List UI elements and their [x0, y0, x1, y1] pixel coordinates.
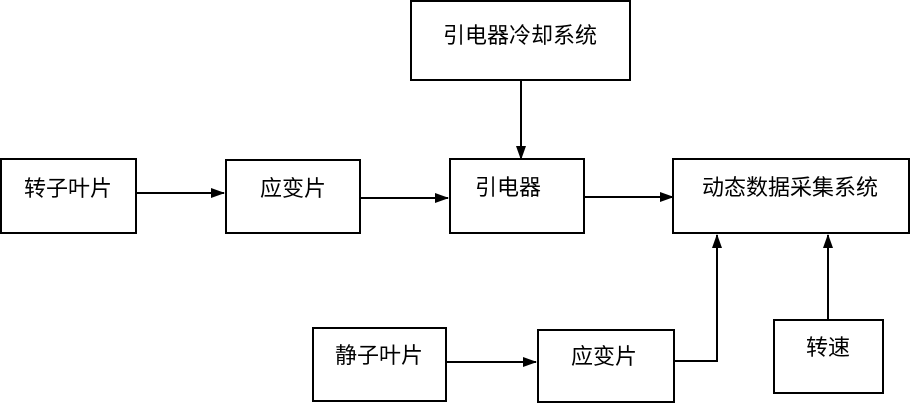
node-rotation-speed: 转速	[773, 319, 884, 394]
node-data-acquisition: 动态数据采集系统	[672, 158, 910, 234]
node-strain-gauge-top: 应变片	[225, 159, 361, 234]
node-cooling-system-label: 引电器冷却系统	[443, 24, 597, 49]
node-slip-ring: 引电器	[449, 158, 585, 234]
node-slip-ring-label: 引电器	[475, 176, 541, 201]
node-stator-blade-label: 静子叶片	[335, 344, 423, 369]
node-rotor-blade: 转子叶片	[0, 158, 137, 234]
node-cooling-system: 引电器冷却系统	[410, 0, 631, 81]
node-strain-gauge-bottom: 应变片	[537, 329, 675, 403]
node-strain-gauge-bottom-label: 应变片	[571, 345, 637, 370]
node-strain-gauge-top-label: 应变片	[260, 177, 326, 202]
edge-strain-gauge-to-data-acquisition	[675, 234, 722, 362]
node-stator-blade: 静子叶片	[312, 327, 447, 402]
edges	[136, 80, 833, 367]
node-rotor-blade-label: 转子叶片	[24, 177, 112, 202]
node-rotation-speed-label: 转速	[806, 336, 850, 361]
node-data-acquisition-label: 动态数据采集系统	[702, 176, 878, 201]
